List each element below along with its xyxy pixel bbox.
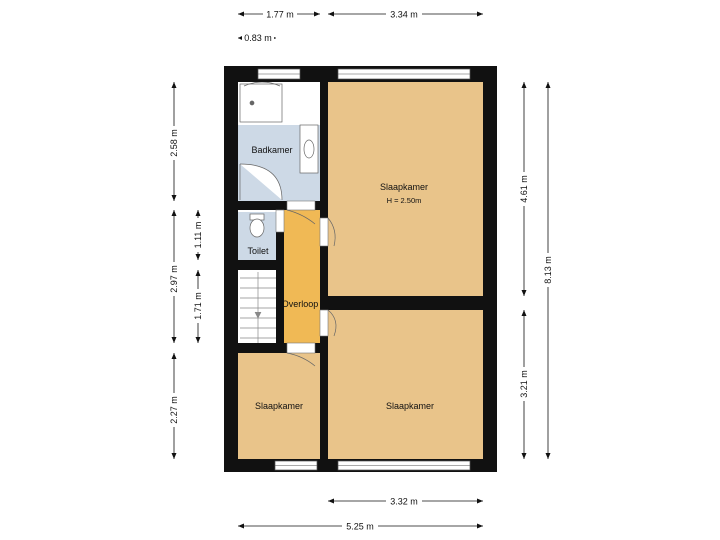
- bedroom-large-fill: [328, 82, 483, 296]
- dim-right-outer-label: 8.13 m: [543, 256, 553, 284]
- door-swing-bedroom-right: [327, 309, 337, 337]
- dimensions: 1.77 m 3.34 m 0.83 m 2.58 m 2.97 m: [167, 8, 555, 532]
- bathtub-icon: [239, 81, 283, 123]
- dim-right-inner-top-label: 4.61 m: [519, 175, 529, 203]
- room-label-bedroom-bottom-right: Slaapkamer: [386, 401, 434, 411]
- dim-left-inner-bottom-label: 1.71 m: [193, 292, 203, 320]
- dim-left-outer-bottom-label: 2.27 m: [169, 396, 179, 424]
- landing-fill: [284, 210, 320, 343]
- dim-top-small-label: 0.83 m: [244, 33, 272, 43]
- doors: [275, 200, 337, 367]
- dim-right-inner-bottom: 3.21 m: [517, 310, 531, 459]
- room-label-bedroom-bottom-left: Slaapkamer: [255, 401, 303, 411]
- door-gap-bedroom-right: [319, 309, 329, 337]
- dim-bottom-inner-label: 3.32 m: [390, 497, 418, 507]
- outer-wall-left: [224, 66, 238, 472]
- stairs-icon: [240, 272, 276, 343]
- dim-top-left-label: 1.77 m: [266, 10, 294, 20]
- room-labels: Badkamer Toilet Overloop Slaapkamer H = …: [247, 145, 434, 411]
- door-swing-bedroom-left: [286, 352, 316, 367]
- dim-bottom-outer: 5.25 m: [238, 520, 483, 532]
- wall-toilet-right: [276, 201, 284, 270]
- wall-bedrooms-horizontal: [328, 296, 483, 310]
- sink-icon: [299, 124, 319, 174]
- dim-top-right: 3.34 m: [328, 8, 483, 20]
- wall-toilet-bottom: [238, 260, 284, 270]
- outer-wall-right: [483, 66, 497, 472]
- dim-top-right-label: 3.34 m: [390, 10, 418, 20]
- room-label-toilet: Toilet: [247, 246, 269, 256]
- room-label-bathroom: Badkamer: [251, 145, 292, 155]
- bedroom-bottom-right-fill: [328, 310, 483, 459]
- room-label-bedroom-large: Slaapkamer: [380, 182, 428, 192]
- dim-left-outer-mid: 2.97 m: [167, 210, 181, 343]
- dim-bottom-outer-label: 5.25 m: [346, 522, 374, 532]
- dim-left-outer-mid-label: 2.97 m: [169, 265, 179, 293]
- wall-landing-bottom: [238, 343, 320, 353]
- dim-left-outer-top: 2.58 m: [167, 82, 181, 201]
- fixtures: [239, 81, 319, 343]
- dim-right-outer: 8.13 m: [541, 82, 555, 459]
- dim-left-outer-bottom: 2.27 m: [167, 353, 181, 459]
- dim-left-inner-top-label: 1.11 m: [193, 222, 203, 249]
- dim-left-inner-bottom: 1.71 m: [191, 270, 205, 343]
- door-gap-bedroom-large: [319, 217, 329, 247]
- door-gap-bathroom: [286, 200, 316, 211]
- dim-right-inner-top: 4.61 m: [517, 82, 531, 296]
- room-label-landing: Overloop: [282, 299, 319, 309]
- room-label-bedroom-large-height: H = 2.50m: [387, 196, 422, 205]
- door-swing-bedroom-large: [327, 217, 336, 247]
- door-gap-bedroom-left: [286, 342, 316, 354]
- dim-right-inner-bottom-label: 3.21 m: [519, 370, 529, 398]
- dim-bottom-inner: 3.32 m: [328, 495, 483, 507]
- door-swing-bathroom: [286, 209, 316, 225]
- window-glazing: [258, 73, 470, 466]
- dim-top-small: 0.83 m: [238, 32, 276, 44]
- dim-top-left: 1.77 m: [238, 8, 320, 20]
- dim-left-inner-top: 1.11 m: [191, 210, 205, 260]
- bedroom-bottom-left-fill: [238, 353, 320, 459]
- door-gap-toilet: [275, 209, 285, 233]
- wall-stair-right: [276, 270, 284, 345]
- dim-left-outer-top-label: 2.58 m: [169, 129, 179, 157]
- wall-center-vertical: [320, 82, 328, 459]
- toilet-bowl-icon: [249, 213, 265, 238]
- stairwell-fill: [238, 270, 276, 345]
- shower-icon: [239, 163, 283, 201]
